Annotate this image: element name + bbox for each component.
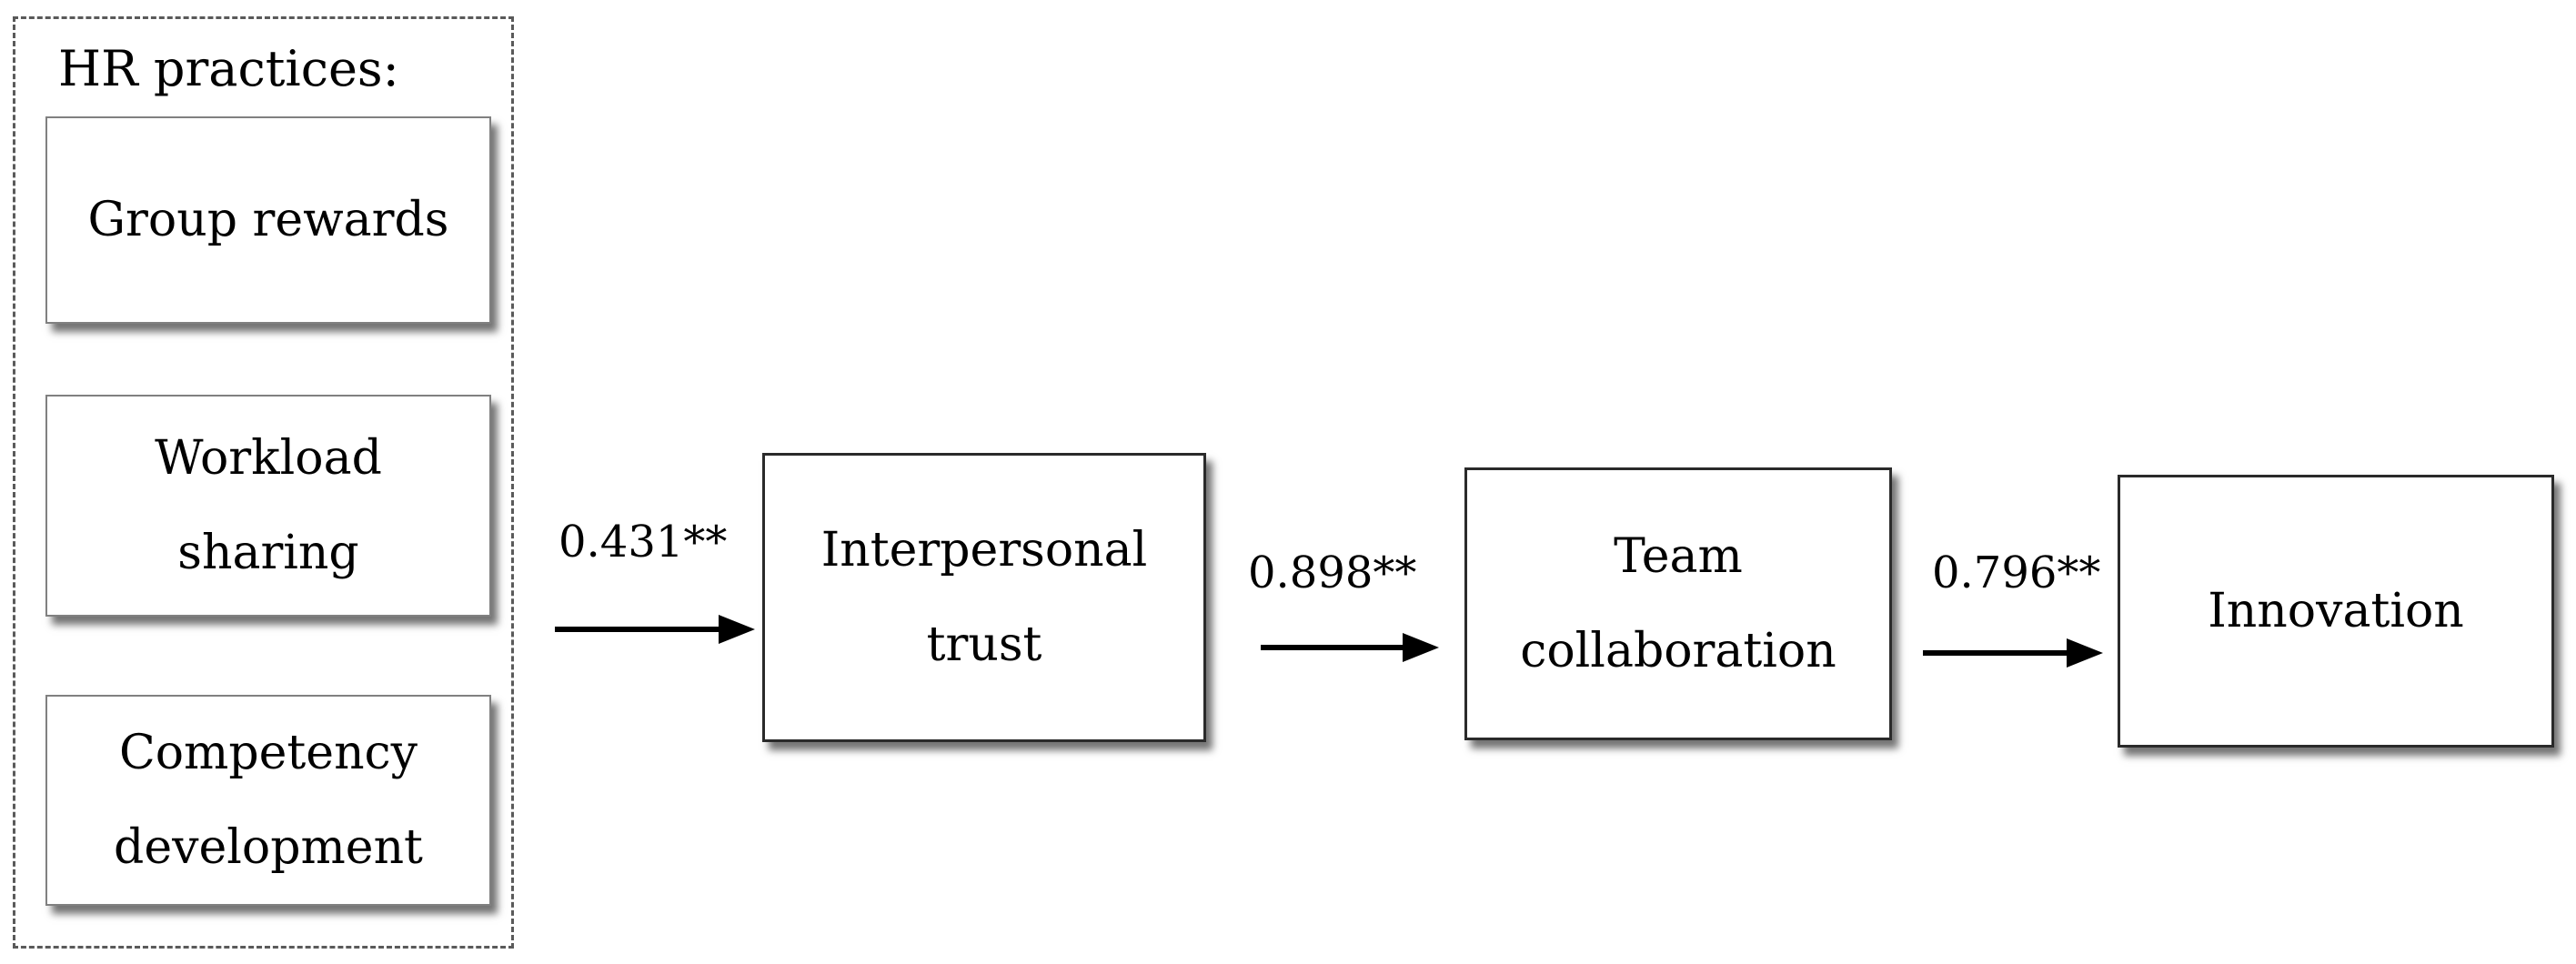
competency-development-box: Competency development	[45, 695, 491, 906]
workload-sharing-box: Workload sharing	[45, 395, 491, 617]
interpersonal-trust-label-line2: trust	[926, 618, 1042, 672]
workload-sharing-label-line1: Workload	[155, 431, 382, 486]
group-rewards-box: Group rewards	[45, 116, 491, 324]
interpersonal-trust-box: Interpersonal trust	[762, 453, 1206, 742]
team-collaboration-label-line1: Team	[1614, 529, 1743, 584]
innovation-box: Innovation	[2118, 475, 2554, 748]
path-coefficient-trust-collaboration: 0.898**	[1248, 547, 1417, 598]
innovation-label: Innovation	[2208, 584, 2464, 638]
group-rewards-label: Group rewards	[87, 193, 449, 247]
team-collaboration-box: Team collaboration	[1464, 467, 1892, 740]
arrow-hr-to-trust	[555, 615, 755, 644]
arrow-trust-to-collaboration	[1261, 633, 1439, 662]
workload-sharing-label-line2: sharing	[177, 526, 359, 580]
hr-practices-group	[13, 16, 514, 949]
arrow-collaboration-to-innovation	[1923, 638, 2103, 668]
path-coefficient-collaboration-innovation: 0.796**	[1932, 547, 2101, 598]
hr-practices-title: HR practices:	[58, 40, 399, 97]
team-collaboration-label-line2: collaboration	[1520, 624, 1836, 678]
competency-development-label-line1: Competency	[118, 726, 418, 780]
competency-development-label-line2: development	[114, 820, 423, 875]
path-coefficient-hr-trust: 0.431**	[558, 517, 728, 567]
interpersonal-trust-label-line1: Interpersonal	[820, 523, 1148, 577]
